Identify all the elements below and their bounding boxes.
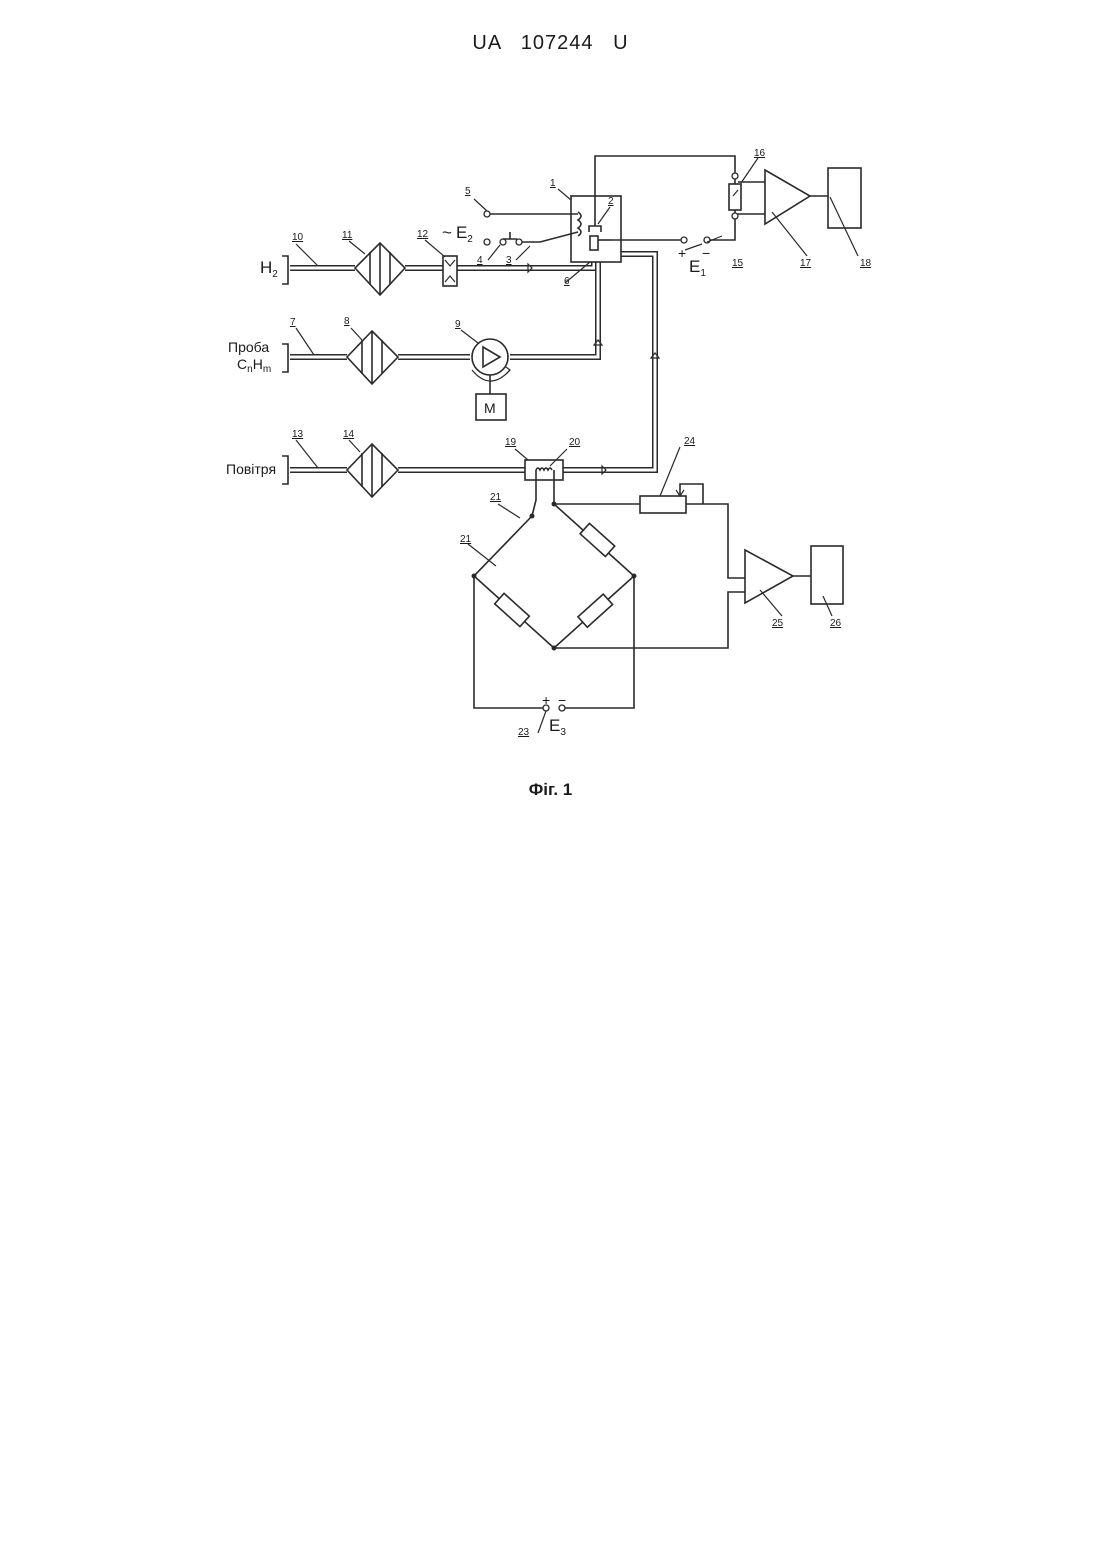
sample-label: Проба [228,339,269,355]
air-label: Повітря [226,461,276,477]
reference-numeral-21: 21 [460,534,472,545]
reference-numeral-26: 26 [830,618,842,629]
figure-caption: Фіг. 1 [0,780,1101,800]
e3-minus: − [558,692,566,708]
reference-numeral-7: 7 [290,317,296,328]
reference-numeral-19: 19 [505,437,517,448]
recorder-18 [828,168,861,228]
recorder-26 [811,546,843,604]
h2-label: H2 [260,258,278,280]
reference-numeral-23: 23 [518,727,530,738]
pump-9 [472,339,510,394]
burner-jet [590,236,598,250]
reference-numeral-4: 4 [477,255,483,266]
reference-numeral-1: 1 [550,178,556,189]
load-resistor-16 [729,173,765,219]
reference-numeral-3: 3 [506,255,512,266]
reference-numeral-6: 6 [564,276,570,287]
motor-m: M [476,394,506,420]
circuit-diagram: H2 Проба CnHm Повітря M [0,0,1101,800]
flow-regulator-12 [443,256,457,286]
filter-11 [355,243,405,295]
reference-numeral-15: 15 [732,258,744,269]
reference-numeral-5: 5 [465,186,471,197]
amplifier-25 [554,550,811,648]
filter-8 [347,331,398,384]
reference-numeral-11: 11 [342,230,353,241]
e3-plus: + [542,692,550,708]
e3-label: E3 [549,716,566,738]
reference-numeral-24: 24 [684,436,696,447]
reference-numeral-25: 25 [772,618,784,629]
h2-pipe [290,257,594,268]
reference-numeral-21: 21 [490,492,502,503]
reference-numeral-14: 14 [343,429,355,440]
reference-numeral-13: 13 [292,429,304,440]
reference-numeral-10: 10 [292,232,304,243]
reference-numeral-2: 2 [608,196,614,207]
reference-numeral-18: 18 [860,258,872,269]
reference-numeral-12: 12 [417,229,429,240]
reference-numeral-17: 17 [800,258,812,269]
reference-numeral-9: 9 [455,319,461,330]
sample-inlet-bracket [282,344,288,372]
sample-formula: CnHm [237,356,271,375]
e1-minus: − [702,245,710,261]
motor-label: M [484,400,496,416]
reference-numeral-16: 16 [754,148,766,159]
e1-plus: + [678,245,686,261]
reference-numeral-8: 8 [344,316,350,327]
filter-14 [347,444,398,497]
bridge-21: + − E3 [472,502,637,739]
reference-numeral-20: 20 [569,437,581,448]
e2-circuit: ~E2 [442,211,578,245]
air-inlet-bracket [282,456,288,484]
h2-inlet-bracket [282,256,288,284]
e2-label: ~E2 [442,223,473,245]
